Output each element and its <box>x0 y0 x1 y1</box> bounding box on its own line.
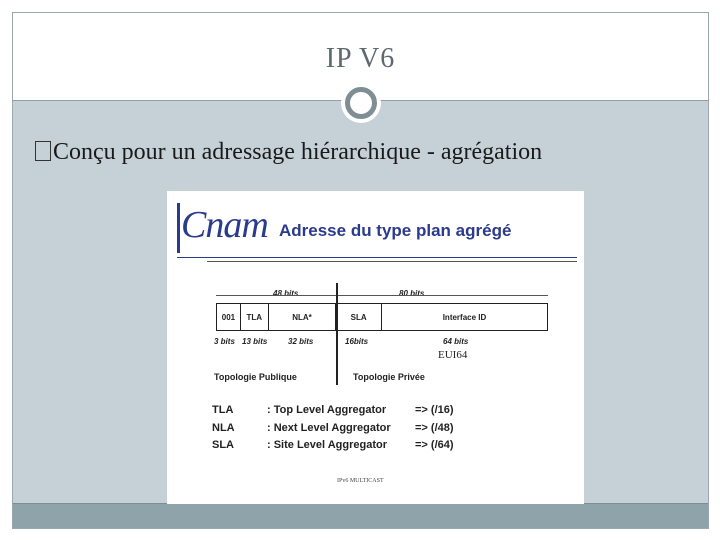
divider <box>207 261 577 262</box>
eui64-label: EUI64 <box>438 349 468 361</box>
field-sla: SLA <box>336 304 382 330</box>
divider <box>216 295 548 296</box>
aggregator-row: TLA : Top Level Aggregator => (/16) <box>212 404 454 416</box>
public-private-divider <box>336 283 338 385</box>
aggregator-desc: : Top Level Aggregator <box>267 404 387 416</box>
bits-label: 13 bits <box>242 337 268 346</box>
aggregator-desc: : Site Level Aggregator <box>267 439 388 451</box>
aggregator-range: => (/64) <box>415 439 454 451</box>
divider <box>177 257 577 258</box>
title-ornament-icon <box>341 83 381 123</box>
bits-label: 32 bits <box>288 337 314 346</box>
address-field-row: 001 TLA NLA* SLA Interface ID <box>216 303 548 331</box>
logo-bar <box>177 203 180 253</box>
topologie-publique-label: Topologie Publique <box>214 372 297 382</box>
aggregator-range: => (/48) <box>415 422 454 434</box>
aggregator-row: NLA : Next Level Aggregator => (/48) <box>212 422 454 434</box>
bullet-icon <box>35 141 51 161</box>
field-nla: NLA* <box>269 304 337 330</box>
aggregator-row: SLA : Site Level Aggregator => (/64) <box>212 439 454 451</box>
bullet-text: Conçu pour un adressage hiérarchique - a… <box>53 139 543 165</box>
field-001: 001 <box>217 304 241 330</box>
topologie-privee-label: Topologie Privée <box>353 372 425 382</box>
figure-footer: IPv6 MULTICAST <box>337 478 384 484</box>
ornament-ring <box>345 87 377 119</box>
aggregator-abbr: NLA <box>212 422 235 434</box>
bits-80-label: 80 bits <box>399 289 425 298</box>
field-interface-id: Interface ID <box>442 312 487 322</box>
aggregator-desc: : Next Level Aggregator <box>267 422 391 434</box>
footer-bar <box>13 503 708 528</box>
figure-heading: Adresse du type plan agrégé <box>279 221 512 240</box>
aggregator-range: => (/16) <box>415 404 454 416</box>
bullet-item: Conçu pour un adressage hiérarchique - a… <box>35 139 542 166</box>
bits-48-label: 48 bits <box>273 289 299 298</box>
slide-title: IP V6 <box>325 43 396 74</box>
bits-label: 64 bits <box>443 337 469 346</box>
aggregator-abbr: SLA <box>212 439 234 451</box>
cnam-logo: Cnam <box>181 204 269 246</box>
bits-label: 3 bits <box>214 337 235 346</box>
bits-label: 16bits <box>345 337 369 346</box>
embedded-figure: Cnam Adresse du type plan agrégé 48 bits… <box>167 191 584 504</box>
field-tla: TLA <box>241 304 269 330</box>
aggregator-abbr: TLA <box>212 404 234 416</box>
